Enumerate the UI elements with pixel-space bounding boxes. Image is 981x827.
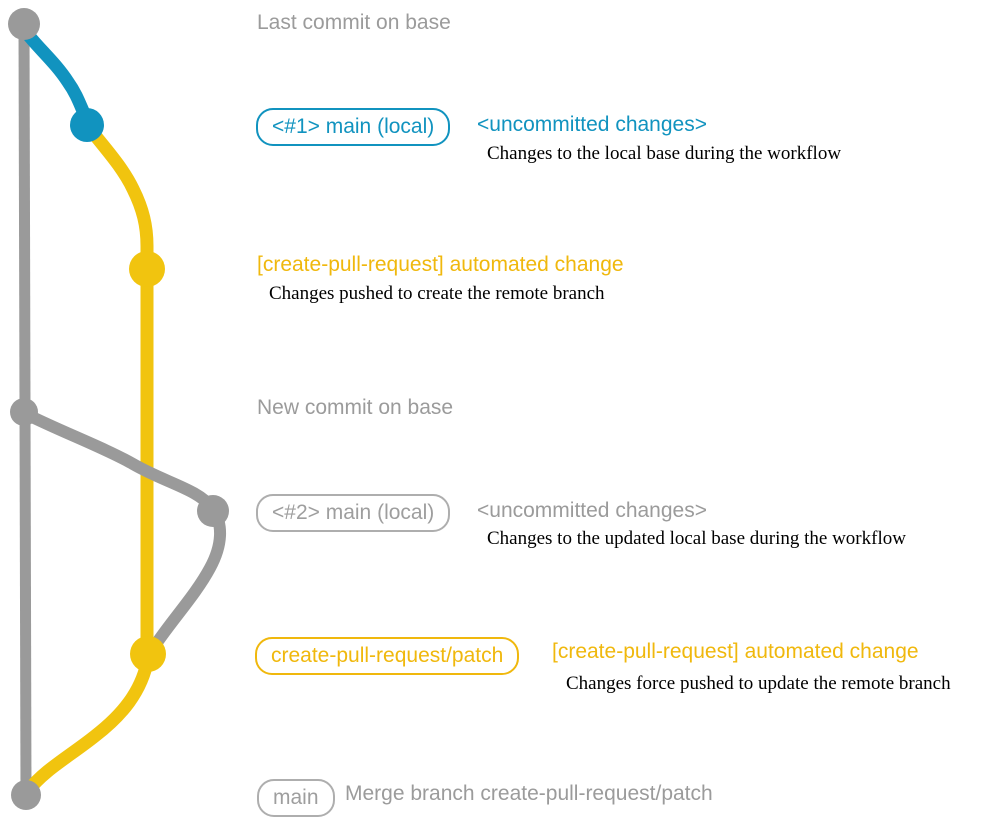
uncommitted-changes-title-2: <uncommitted changes> [477,499,707,522]
commit-dot-local-main-1 [70,108,104,142]
automated-change-desc-2: Changes force pushed to update the remot… [566,673,951,694]
commit-dot-last-commit-on-base [8,8,40,40]
git-graph-canvas [8,8,229,810]
automated-change-title-1: [create-pull-request] automated change [257,253,624,276]
automated-change-title-2: [create-pull-request] automated change [552,640,919,663]
branch-badge-main-local-1: <#1> main (local) [256,108,451,146]
merge-edge [21,651,155,798]
updated-base-edge [20,408,227,656]
merge-commit-label: Merge branch create-pull-request/patch [345,782,713,805]
branch-badge-main-local-2: <#2> main (local) [256,494,451,532]
branch-badge-patch: create-pull-request/patch [255,637,520,675]
uncommitted-changes-title-1: <uncommitted changes> [477,113,707,136]
commit-dot-local-main-2 [197,495,229,527]
uncommitted-changes-desc-2: Changes to the updated local base during… [487,528,906,549]
automated-change-desc-1: Changes pushed to create the remote bran… [269,283,605,304]
local-main-edge [19,25,95,129]
branch-badge-main: main [257,779,335,817]
last-commit-label: Last commit on base [257,11,451,34]
new-commit-label: New commit on base [257,396,454,419]
patch-branch-line [81,119,154,661]
commit-dot-merge-commit [11,780,41,810]
commit-dot-remote-branch-2 [130,636,166,672]
commit-dot-new-commit-on-base [10,398,38,426]
uncommitted-changes-desc-1: Changes to the local base during the wor… [487,143,842,164]
commit-dot-remote-branch-1 [129,251,165,287]
